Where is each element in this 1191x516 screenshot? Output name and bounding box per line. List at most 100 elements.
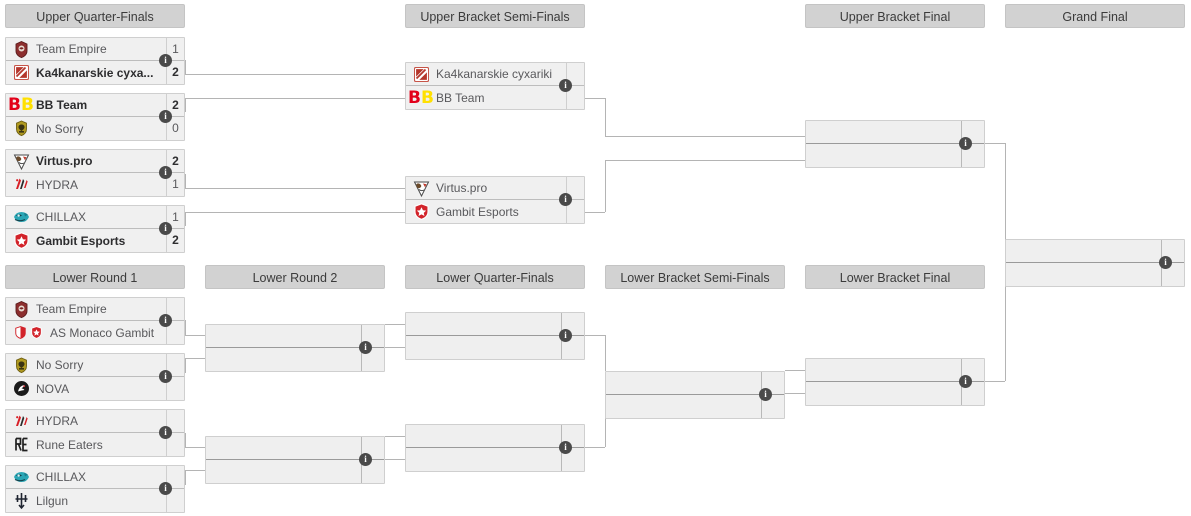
match-row-bottom[interactable]: Ka4kanarskie cyxa... 2	[6, 61, 184, 84]
match-info-icon[interactable]: i	[759, 388, 772, 401]
match-row-bottom[interactable]: Gambit Esports 2	[6, 229, 184, 252]
connector	[605, 98, 606, 136]
gambit-icon	[12, 231, 31, 250]
round-header-upper-quarter-finals[interactable]: Upper Quarter-Finals	[5, 4, 185, 28]
match-row-top[interactable]: HYDRA	[6, 410, 184, 433]
match-row-top[interactable]	[806, 121, 984, 144]
round-header-grand-final[interactable]: Grand Final	[1005, 4, 1185, 28]
match-info-icon[interactable]: i	[159, 54, 172, 67]
connector	[185, 188, 405, 189]
match-info-icon[interactable]: i	[1159, 256, 1172, 269]
match-lower-round-1-3[interactable]: HYDRA Rune Eaters i	[5, 409, 185, 457]
match-row-bottom[interactable]: NOVA	[6, 377, 184, 400]
match-lower-bracket-final[interactable]: i	[805, 358, 985, 406]
match-row-bottom[interactable]: No Sorry 0	[6, 117, 184, 140]
team-name: Lilgun	[36, 493, 69, 508]
match-row-bottom[interactable]	[406, 448, 584, 471]
match-row-top[interactable]: Virtus.pro 2	[6, 150, 184, 173]
team-name: No Sorry	[36, 358, 84, 372]
team-score	[566, 86, 584, 109]
team-name: Virtus.pro	[436, 181, 488, 195]
connector	[585, 212, 605, 213]
match-row-bottom[interactable]: Gambit Esports	[406, 200, 584, 223]
round-header-lower-bracket-final[interactable]: Lower Bracket Final	[805, 265, 985, 289]
match-row-bottom[interactable]	[406, 336, 584, 359]
match-row-bottom[interactable]	[806, 382, 984, 405]
match-row-top[interactable]	[206, 325, 384, 348]
round-header-upper-bracket-semi-finals[interactable]: Upper Bracket Semi-Finals	[405, 4, 585, 28]
match-upper-bracket-semi-finals-2[interactable]: Virtus.pro Gambit Esports i	[405, 176, 585, 224]
match-info-icon[interactable]: i	[959, 137, 972, 150]
match-row-top[interactable]: CHILLAX 1	[6, 206, 184, 229]
match-info-icon[interactable]: i	[159, 426, 172, 439]
match-upper-quarter-finals-4[interactable]: CHILLAX 1 Gambit Esports 2 i	[5, 205, 185, 253]
match-row-top[interactable]: Ka4kanarskie cyxariki	[406, 63, 584, 86]
match-info-icon[interactable]: i	[159, 370, 172, 383]
match-row-bottom[interactable]: Rune Eaters	[6, 433, 184, 456]
as-monaco-icon	[13, 325, 28, 340]
match-row-bottom[interactable]	[206, 460, 384, 483]
match-row-top[interactable]: No Sorry	[6, 354, 184, 377]
match-lower-round-1-2[interactable]: No Sorry NOVA i	[5, 353, 185, 401]
match-row-bottom[interactable]: HYDRA 1	[6, 173, 184, 196]
match-lower-quarter-finals-1[interactable]: i	[405, 312, 585, 360]
match-row-bottom[interactable]	[206, 348, 384, 371]
match-info-icon[interactable]: i	[159, 110, 172, 123]
match-row-top[interactable]: CHILLAX	[6, 466, 184, 489]
match-info-icon[interactable]: i	[359, 453, 372, 466]
match-info-icon[interactable]: i	[559, 329, 572, 342]
match-row-bottom[interactable]	[606, 395, 784, 418]
match-info-icon[interactable]: i	[159, 166, 172, 179]
match-row-top[interactable]	[1006, 240, 1184, 263]
match-upper-quarter-finals-1[interactable]: Team Empire 1 Ka4kanarskie cyxa... 2 i	[5, 37, 185, 85]
match-row-top[interactable]	[606, 372, 784, 395]
match-info-icon[interactable]: i	[559, 79, 572, 92]
match-row-bottom[interactable]: Lilgun	[6, 489, 184, 512]
connector	[185, 358, 205, 359]
match-info-icon[interactable]: i	[159, 222, 172, 235]
match-row-top[interactable]: Team Empire 1	[6, 38, 184, 61]
match-row-top[interactable]	[806, 359, 984, 382]
match-row-top[interactable]: Team Empire	[6, 298, 184, 321]
match-upper-quarter-finals-3[interactable]: Virtus.pro 2 HYDRA 1 i	[5, 149, 185, 197]
team-score	[166, 321, 184, 344]
round-header-lower-round-1[interactable]: Lower Round 1	[5, 265, 185, 289]
match-lower-round-2-1[interactable]: i	[205, 324, 385, 372]
match-lower-bracket-semi-finals[interactable]: i	[605, 371, 785, 419]
match-lower-round-2-2[interactable]: i	[205, 436, 385, 484]
match-lower-round-1-4[interactable]: CHILLAX Lilgun i	[5, 465, 185, 513]
match-row-bottom[interactable]	[1006, 263, 1184, 286]
round-header-lower-bracket-semi-finals[interactable]: Lower Bracket Semi-Finals	[605, 265, 785, 289]
match-info-icon[interactable]: i	[159, 314, 172, 327]
match-row-bottom[interactable]: AS Monaco Gambit	[6, 321, 184, 344]
match-info-icon[interactable]: i	[559, 193, 572, 206]
match-lower-round-1-1[interactable]: Team Empire AS Monaco Gambit i	[5, 297, 185, 345]
team-logo-ka4kanarskie	[6, 62, 36, 84]
round-header-lower-round-2[interactable]: Lower Round 2	[205, 265, 385, 289]
team-logo-virtus-pro	[6, 150, 36, 172]
connector	[785, 370, 805, 371]
connector	[185, 320, 186, 335]
ka4kanarskie-icon	[412, 65, 431, 84]
connector	[185, 174, 186, 188]
match-info-icon[interactable]: i	[559, 441, 572, 454]
match-row-bottom[interactable]	[806, 144, 984, 167]
round-header-upper-bracket-final[interactable]: Upper Bracket Final	[805, 4, 985, 28]
connector	[185, 358, 186, 373]
match-grand-final[interactable]: i	[1005, 239, 1185, 287]
match-lower-quarter-finals-2[interactable]: i	[405, 424, 585, 472]
connector	[605, 136, 805, 137]
match-upper-bracket-final[interactable]: i	[805, 120, 985, 168]
round-header-lower-quarter-finals[interactable]: Lower Quarter-Finals	[405, 265, 585, 289]
match-info-icon[interactable]: i	[159, 482, 172, 495]
match-row-top[interactable]	[406, 425, 584, 448]
match-row-top[interactable]	[406, 313, 584, 336]
match-row-top[interactable]	[206, 437, 384, 460]
match-row-top[interactable]: Virtus.pro	[406, 177, 584, 200]
match-info-icon[interactable]: i	[359, 341, 372, 354]
match-info-icon[interactable]: i	[959, 375, 972, 388]
